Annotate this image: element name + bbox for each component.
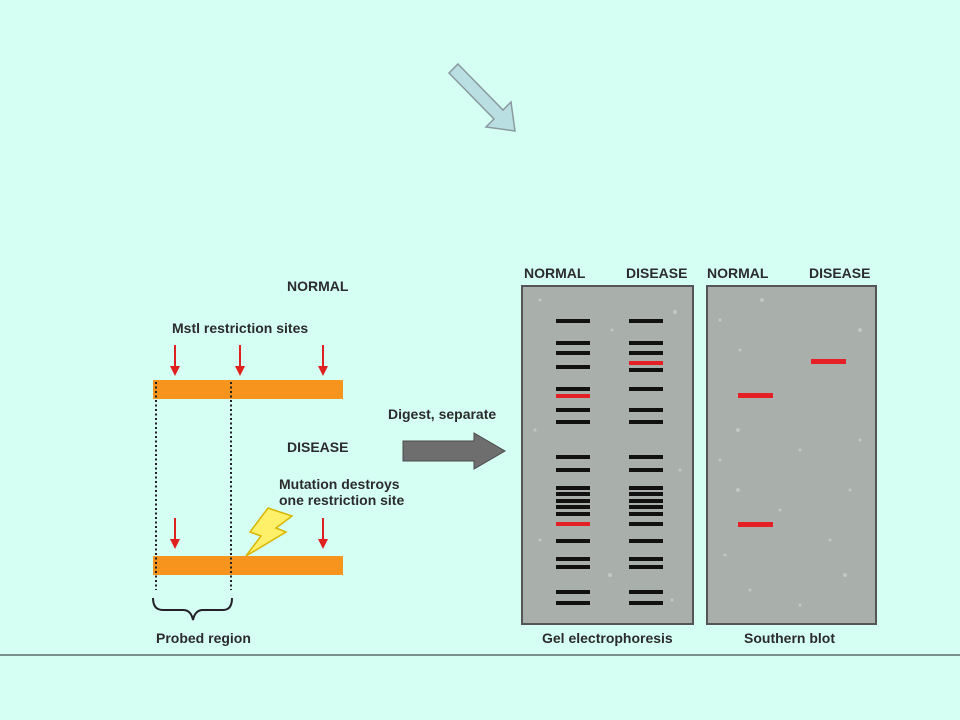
probed-region-lines <box>155 382 232 590</box>
gel-band <box>556 319 590 323</box>
gel-band <box>629 505 663 509</box>
gel-band <box>556 394 590 398</box>
blot-band-normal <box>738 522 773 527</box>
gel-band <box>629 492 663 496</box>
gel-band <box>556 512 590 516</box>
process-arrow-icon <box>402 432 506 470</box>
lightning-bolt-icon <box>245 507 294 557</box>
panel-texture <box>533 298 862 607</box>
gel-band <box>629 368 663 372</box>
gel-lane-disease <box>629 319 663 605</box>
gel-band <box>556 468 590 472</box>
gel-band <box>556 539 590 543</box>
gel-band <box>556 486 590 490</box>
probed-region-label: Probed region <box>156 630 251 646</box>
gel-band <box>629 341 663 345</box>
disease-label: DISEASE <box>287 439 349 455</box>
gel-band <box>629 468 663 472</box>
normal-label: NORMAL <box>287 278 349 294</box>
blot-band-normal <box>738 393 773 398</box>
gel-band <box>556 341 590 345</box>
gel-band <box>629 557 663 561</box>
gel-band <box>556 601 590 605</box>
gel-band <box>629 522 663 526</box>
gel-band <box>629 408 663 412</box>
gel-lane-label-normal: NORMAL <box>524 265 586 281</box>
gel-panel <box>521 285 694 625</box>
gel-band <box>556 565 590 569</box>
gel-lane-label-disease: DISEASE <box>626 265 688 281</box>
gel-band <box>629 455 663 459</box>
restriction-sites-label: Mstl restriction sites <box>172 320 309 336</box>
gel-band <box>556 387 590 391</box>
gel-band <box>629 319 663 323</box>
blot-caption: Southern blot <box>744 630 835 646</box>
gel-band <box>629 601 663 605</box>
gel-band <box>556 455 590 459</box>
restriction-site-arrow-icon <box>170 345 180 376</box>
blot-band-disease <box>811 359 846 364</box>
gel-band <box>629 486 663 490</box>
mutation-note: Mutation destroys one restriction site <box>279 476 405 508</box>
gel-band <box>629 565 663 569</box>
gel-band <box>629 539 663 543</box>
gel-band <box>556 590 590 594</box>
normal-dna-bar <box>153 380 343 399</box>
restriction-site-arrow-icon <box>170 518 180 549</box>
gel-band <box>629 351 663 355</box>
restriction-site-arrow-icon <box>235 345 245 376</box>
gel-band <box>629 499 663 503</box>
gel-band <box>629 512 663 516</box>
gel-band <box>629 361 663 365</box>
brace-icon <box>152 597 233 621</box>
gel-band <box>556 505 590 509</box>
restriction-site-arrow-icon <box>318 518 328 549</box>
blot-panel <box>706 285 877 625</box>
gel-band <box>556 365 590 369</box>
blot-bands <box>738 359 846 527</box>
gel-lane-normal <box>556 319 590 605</box>
restriction-site-arrow-icon <box>318 345 328 376</box>
blot-lane-label-normal: NORMAL <box>707 265 769 281</box>
gel-band <box>556 522 590 526</box>
gel-caption: Gel electrophoresis <box>542 630 673 646</box>
gel-band <box>556 408 590 412</box>
process-label: Digest, separate <box>388 406 497 422</box>
gel-band <box>556 499 590 503</box>
gel-band <box>629 420 663 424</box>
gel-band <box>629 590 663 594</box>
gel-band <box>556 492 590 496</box>
gel-band <box>556 351 590 355</box>
gel-band <box>629 387 663 391</box>
gel-band <box>556 420 590 424</box>
disease-dna-bar <box>153 556 343 575</box>
pointer-arrow-icon <box>447 62 516 132</box>
gel-band <box>556 557 590 561</box>
blot-lane-label-disease: DISEASE <box>809 265 871 281</box>
